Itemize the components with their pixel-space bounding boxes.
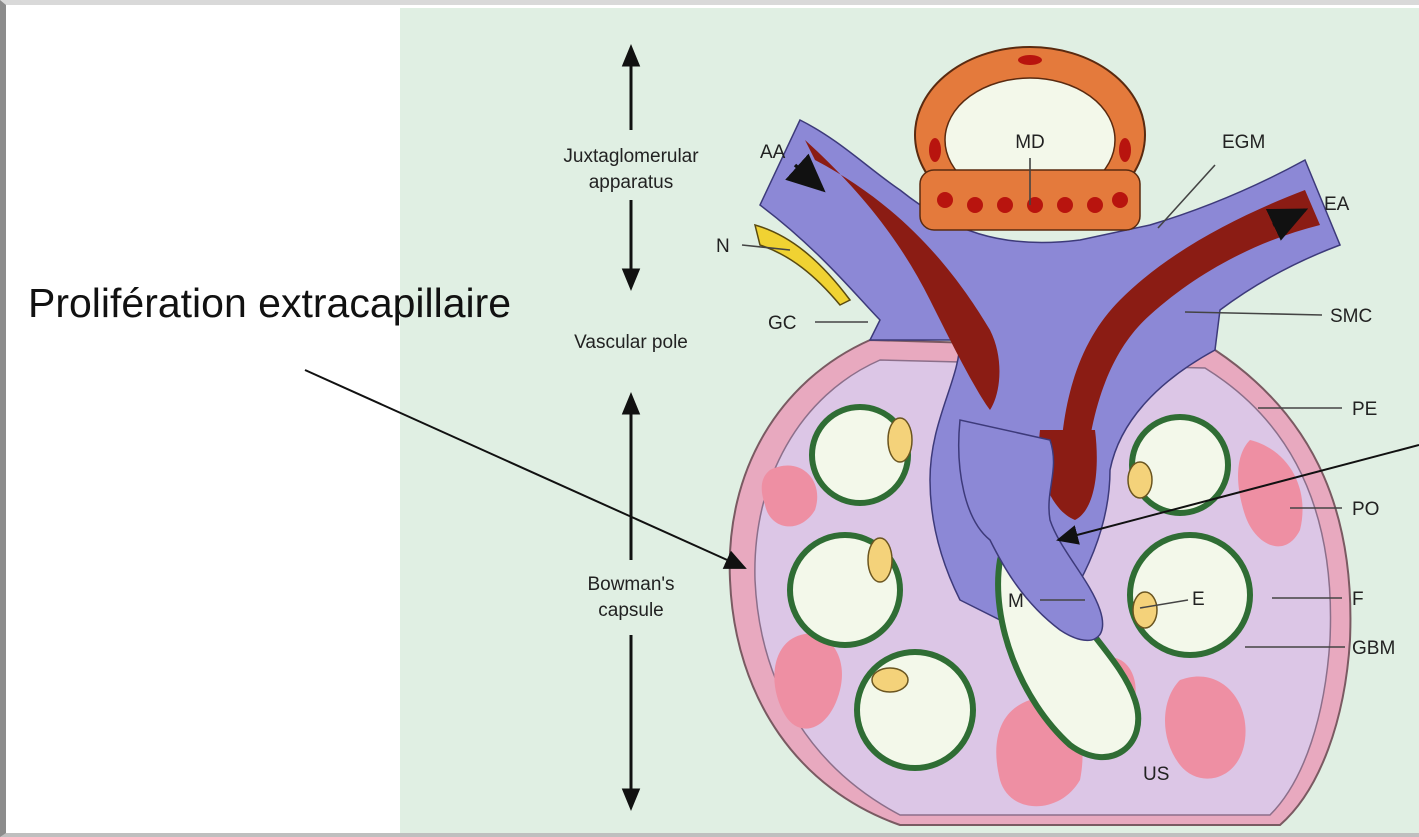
label-aa: AA (760, 142, 786, 163)
label-m: M (1008, 591, 1024, 612)
label-n: N (716, 236, 730, 257)
label-md: MD (1015, 132, 1045, 153)
bowmans-capsule-label-line2: capsule (598, 600, 664, 621)
label-gc: GC (768, 313, 797, 334)
label-egm: EGM (1222, 132, 1265, 153)
label-pe: PE (1352, 399, 1377, 420)
label-ea: EA (1324, 194, 1350, 215)
label-us: US (1143, 764, 1169, 785)
label-smc: SMC (1330, 306, 1372, 327)
pointer-arrow-left (305, 370, 745, 568)
juxtaglomerular-label-line2: apparatus (589, 172, 674, 193)
label-f: F (1352, 589, 1364, 610)
label-po: PO (1352, 499, 1379, 520)
vascular-pole-label: Vascular pole (574, 332, 688, 353)
label-e: E (1192, 589, 1205, 610)
juxtaglomerular-label-line1: Juxtaglomerular (563, 146, 699, 167)
bowmans-capsule-label-line1: Bowman's (587, 574, 674, 595)
label-gbm: GBM (1352, 638, 1395, 659)
slide-title: Prolifération extracapillaire (28, 280, 511, 327)
